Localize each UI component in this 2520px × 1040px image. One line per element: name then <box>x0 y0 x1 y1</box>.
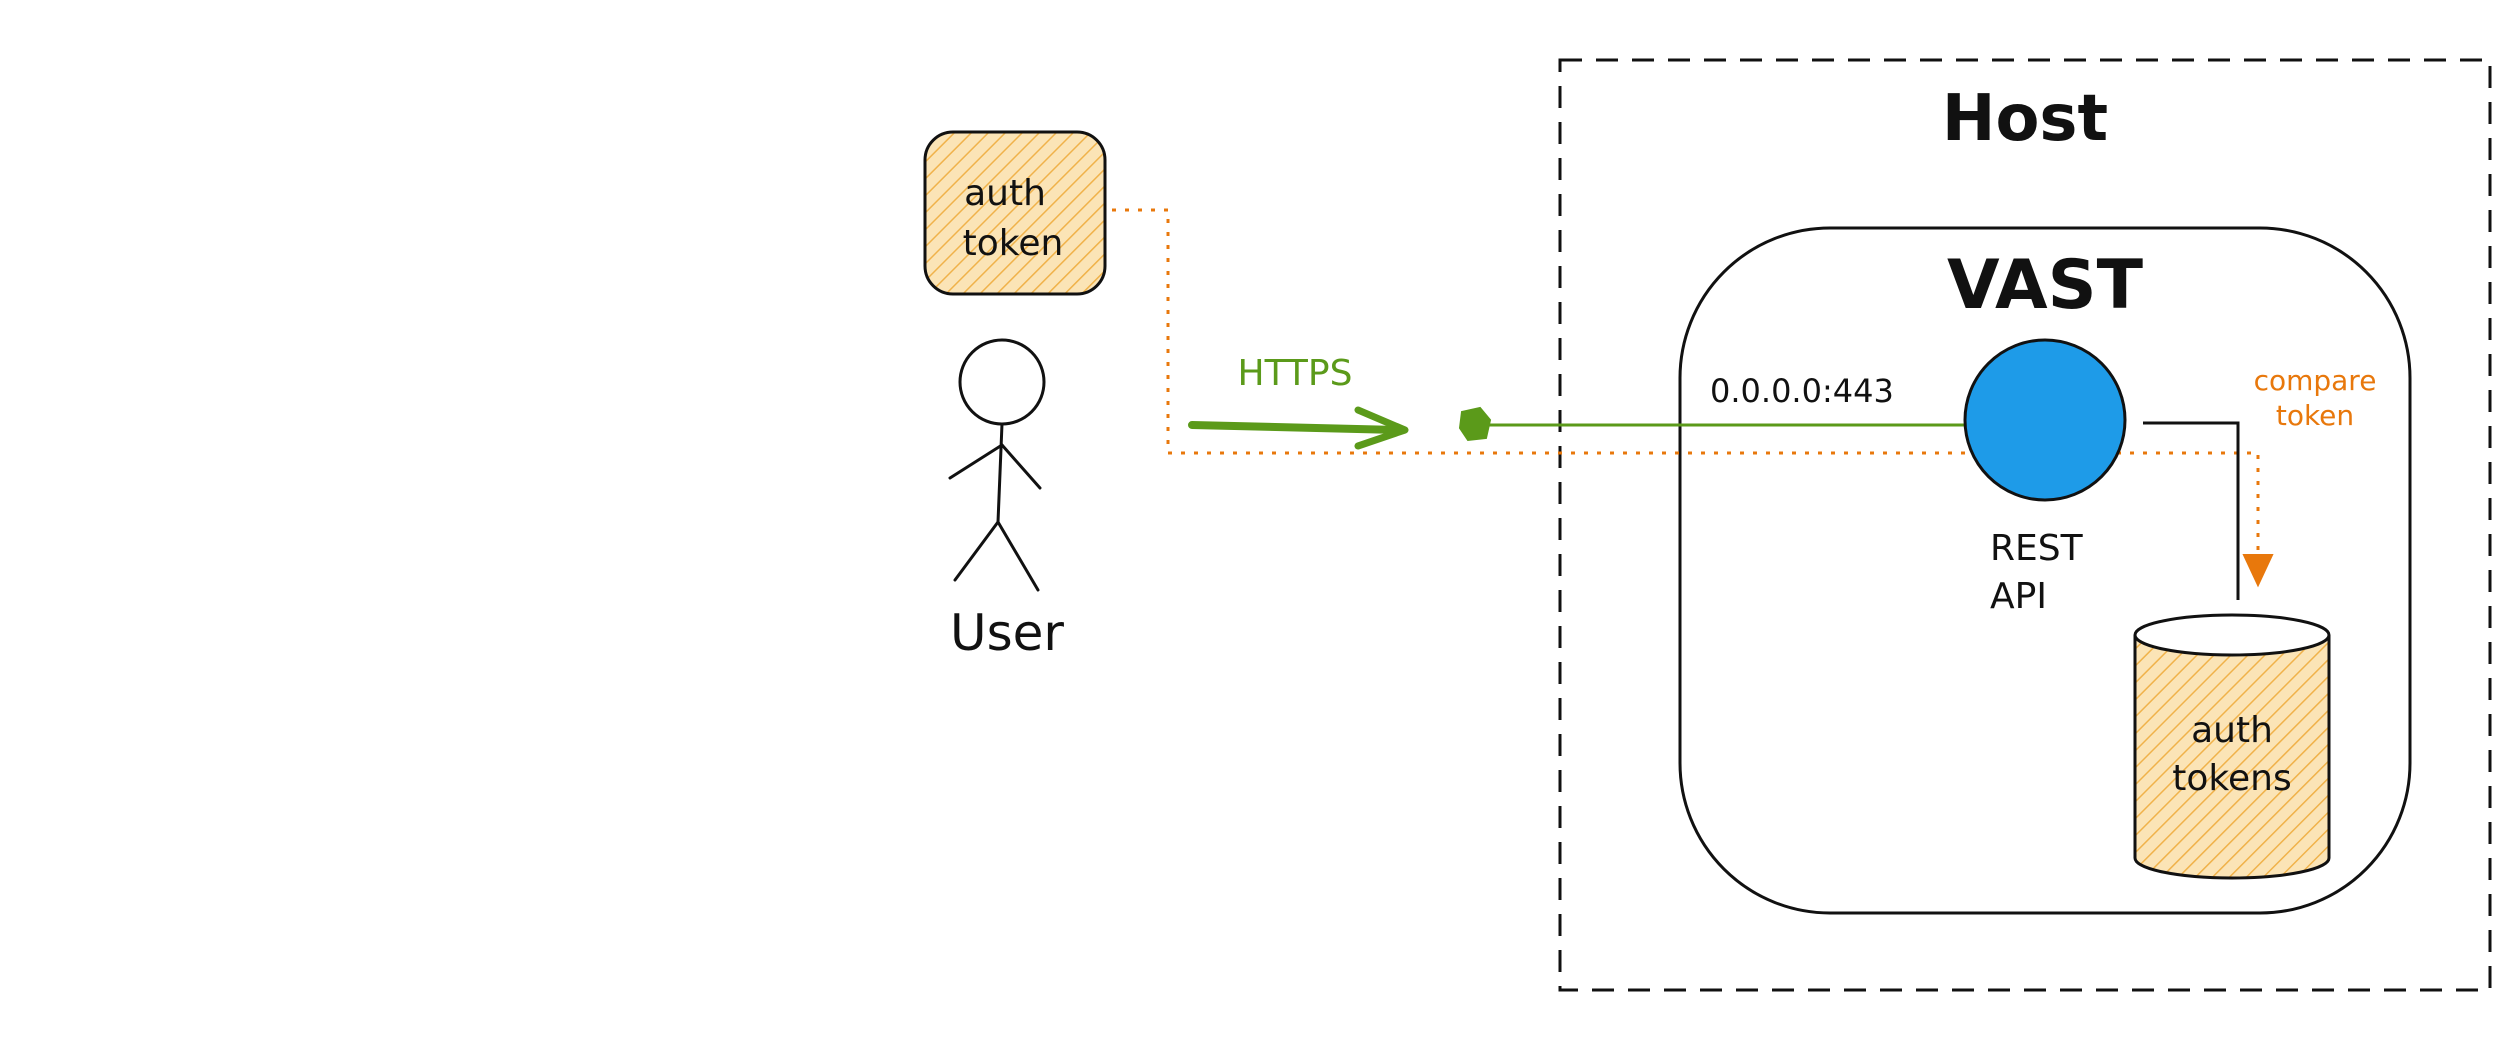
host-label: Host <box>1942 82 2108 156</box>
address-label: 0.0.0.0:443 <box>1710 372 1894 410</box>
https-arrow-shaft <box>1188 421 1404 434</box>
auth-token-label-line2: token <box>963 223 1064 264</box>
vast-label: VAST <box>1947 246 2144 325</box>
host-boundary <box>1558 58 2492 992</box>
auth-token-label-line1: auth <box>964 173 1046 214</box>
rest-api-label-line1: REST <box>1990 528 2084 569</box>
auth-token-flow-line <box>1112 208 2260 560</box>
db-label-line2: tokens <box>2172 758 2291 799</box>
rest-api-node <box>1963 338 2127 502</box>
auth-tokens-database <box>2133 613 2331 880</box>
auth-token-box <box>923 130 1107 296</box>
user-label: User <box>950 604 1064 662</box>
api-to-db-connector <box>2143 421 2240 600</box>
compare-arrow-head <box>2242 554 2274 588</box>
connection-endpoint-dot <box>1458 406 1492 442</box>
user-stick-figure-icon <box>948 338 1046 592</box>
db-label-line1: auth <box>2191 710 2273 751</box>
rest-api-label-line2: API <box>1990 576 2047 617</box>
https-label: HTTPS <box>1238 353 1353 394</box>
vast-container <box>1678 226 2412 915</box>
compare-token-label-line2: token <box>2276 399 2354 432</box>
https-arrow-head <box>1354 406 1409 450</box>
compare-token-label-line1: compare <box>2254 364 2377 397</box>
